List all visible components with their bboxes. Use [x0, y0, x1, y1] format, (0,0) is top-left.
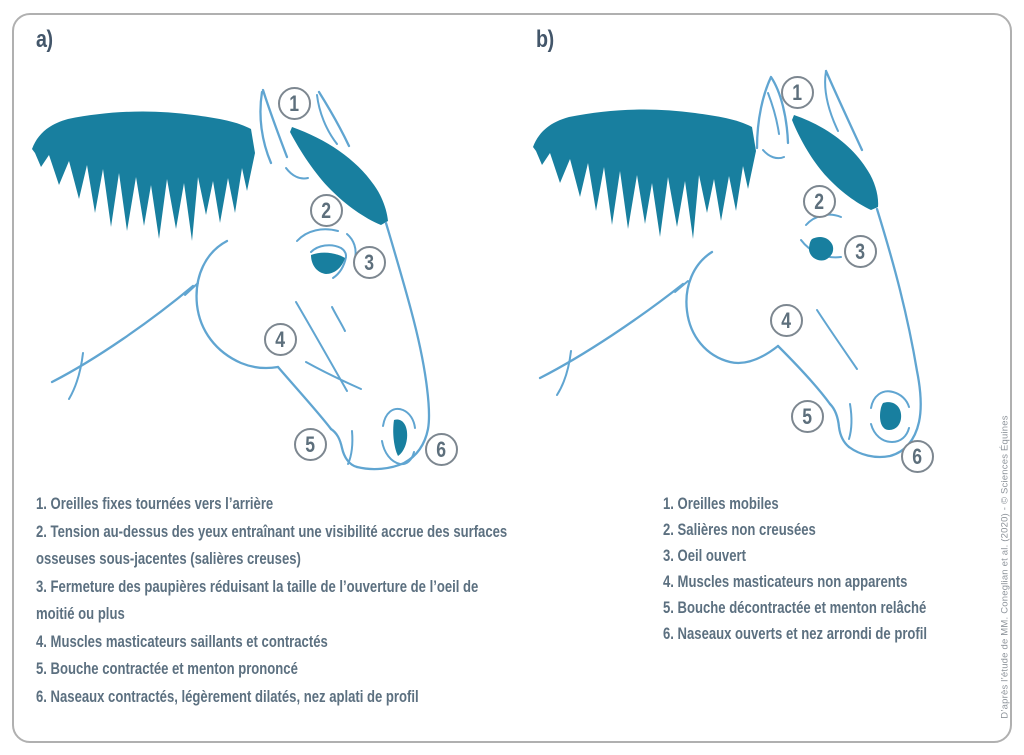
- horse-b-nostril: [880, 402, 902, 430]
- panel-a-label: a): [36, 26, 53, 53]
- horse-b-mane: [533, 109, 756, 239]
- horse-a-mane: [32, 111, 255, 241]
- legend-b-item-3: 3. Oeil ouvert: [663, 546, 746, 565]
- callout-b-6: 6: [901, 440, 934, 473]
- diagram-frame: [12, 13, 1012, 743]
- callout-a-1: 1: [278, 87, 311, 120]
- legend-a-item-5: 5. Bouche contractée et menton prononcé: [36, 659, 298, 678]
- callout-a-3: 3: [353, 246, 386, 279]
- credit-text: D’après l’étude de MM. Coneglian et al. …: [999, 415, 1011, 719]
- legend-a-item-3: 3. Fermeture des paupières réduisant la …: [36, 576, 479, 624]
- callout-b-1: 1: [781, 76, 814, 109]
- callout-a-5: 5: [294, 428, 327, 461]
- panel-b-legend: 1. Oreilles mobiles 2. Salières non creu…: [663, 491, 994, 647]
- horse-a-closed-eye: [311, 252, 345, 274]
- legend-a-item-1: 1. Oreilles fixes tournées vers l’arrièr…: [36, 494, 274, 513]
- callout-a-4: 4: [264, 323, 297, 356]
- legend-a-item-4: 4. Muscles masticateurs saillants et con…: [36, 631, 328, 651]
- horse-a-forelock: [290, 127, 388, 225]
- callout-b-4: 4: [770, 304, 803, 337]
- panel-a-legend: 1. Oreilles fixes tournées vers l’arrièr…: [36, 490, 507, 710]
- legend-b-item-1: 1. Oreilles mobiles: [663, 494, 779, 513]
- horse-b-illustration: [533, 69, 922, 459]
- legend-a-item-2: 2. Tension au-dessus des yeux entraînant…: [36, 521, 508, 569]
- callout-b-5: 5: [791, 400, 824, 433]
- callout-b-2: 2: [803, 185, 836, 218]
- panel-b-label: b): [536, 26, 554, 53]
- horse-b-forelock: [792, 115, 879, 210]
- callout-b-3: 3: [844, 235, 877, 268]
- horse-a-illustration: [32, 88, 431, 471]
- callout-a-6: 6: [425, 433, 458, 466]
- legend-b-item-4: 4. Muscles masticateurs non apparents: [663, 572, 908, 591]
- callout-a-2: 2: [310, 194, 343, 227]
- legend-b-item-6: 6. Naseaux ouverts et nez arrondi de pro…: [663, 624, 928, 643]
- legend-b-item-2: 2. Salières non creusées: [663, 520, 816, 539]
- horse-a-nostril: [393, 419, 408, 456]
- legend-a-item-6: 6. Naseaux contractés, légèrement dilaté…: [36, 686, 419, 706]
- legend-b-item-5: 5. Bouche décontractée et menton relâché: [663, 598, 927, 617]
- horse-b-open-eye: [809, 236, 834, 261]
